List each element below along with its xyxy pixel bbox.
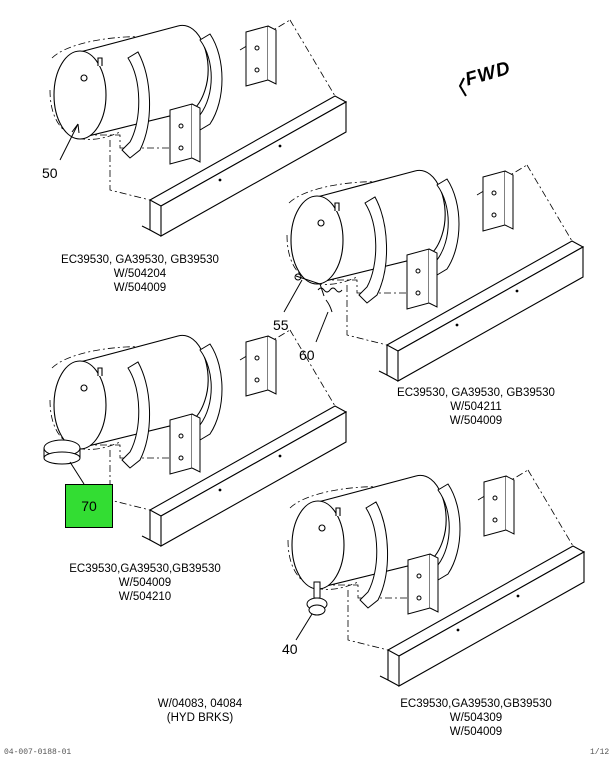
leader-55 bbox=[283, 273, 325, 313]
caption-line: EC39530,GA39530,GB39530 bbox=[69, 563, 221, 575]
caption-line: EC39530,GA39530,GB39530 bbox=[400, 698, 552, 710]
caption-assembly-1: EC39530, GA39530, GB39530 W/504204 W/504… bbox=[40, 253, 240, 295]
callout-50: 50 bbox=[42, 165, 58, 181]
caption-line: W/04083, 04084 bbox=[157, 698, 243, 710]
caption-line: W/504211 bbox=[450, 401, 502, 413]
forward-arrow-icon bbox=[458, 77, 467, 97]
footer-drawing-number: 04-007-0188-01 bbox=[4, 748, 72, 757]
callout-70-highlighted[interactable]: 70 bbox=[65, 484, 113, 528]
callout-40: 40 bbox=[282, 641, 298, 657]
assembly-bottom-right bbox=[287, 469, 585, 687]
caption-line: W/504009 bbox=[113, 282, 167, 294]
leader-60 bbox=[315, 287, 343, 343]
caption-line: W/504009 bbox=[449, 415, 503, 427]
part-70-drain-valve bbox=[43, 439, 85, 485]
caption-line: W/504009 bbox=[449, 726, 503, 738]
caption-assembly-3: EC39530,GA39530,GB39530 W/504009 W/50421… bbox=[45, 562, 245, 604]
assembly-mid-right bbox=[286, 164, 584, 382]
caption-hyd-brakes: W/04083, 04084 (HYD BRKS) bbox=[120, 697, 280, 725]
caption-line: (HYD BRKS) bbox=[166, 712, 234, 724]
caption-line: W/504210 bbox=[118, 591, 172, 603]
caption-line: W/504204 bbox=[113, 268, 167, 280]
callout-70-label: 70 bbox=[81, 498, 97, 514]
footer-page: 1/12 bbox=[590, 748, 610, 757]
caption-assembly-2: EC39530, GA39530, GB39530 W/504211 W/504… bbox=[376, 386, 576, 428]
caption-line: EC39530, GA39530, GB39530 bbox=[397, 387, 555, 399]
caption-line: W/504009 bbox=[118, 577, 172, 589]
callout-55: 55 bbox=[273, 317, 289, 333]
part-40-fitting bbox=[295, 581, 328, 641]
caption-line: W/504309 bbox=[449, 712, 503, 724]
caption-line: EC39530, GA39530, GB39530 bbox=[61, 254, 219, 266]
caption-assembly-4: EC39530,GA39530,GB39530 W/504309 W/50400… bbox=[376, 697, 576, 739]
leader-50 bbox=[59, 123, 80, 161]
callout-60: 60 bbox=[299, 347, 315, 363]
assembly-top-left bbox=[49, 19, 347, 237]
